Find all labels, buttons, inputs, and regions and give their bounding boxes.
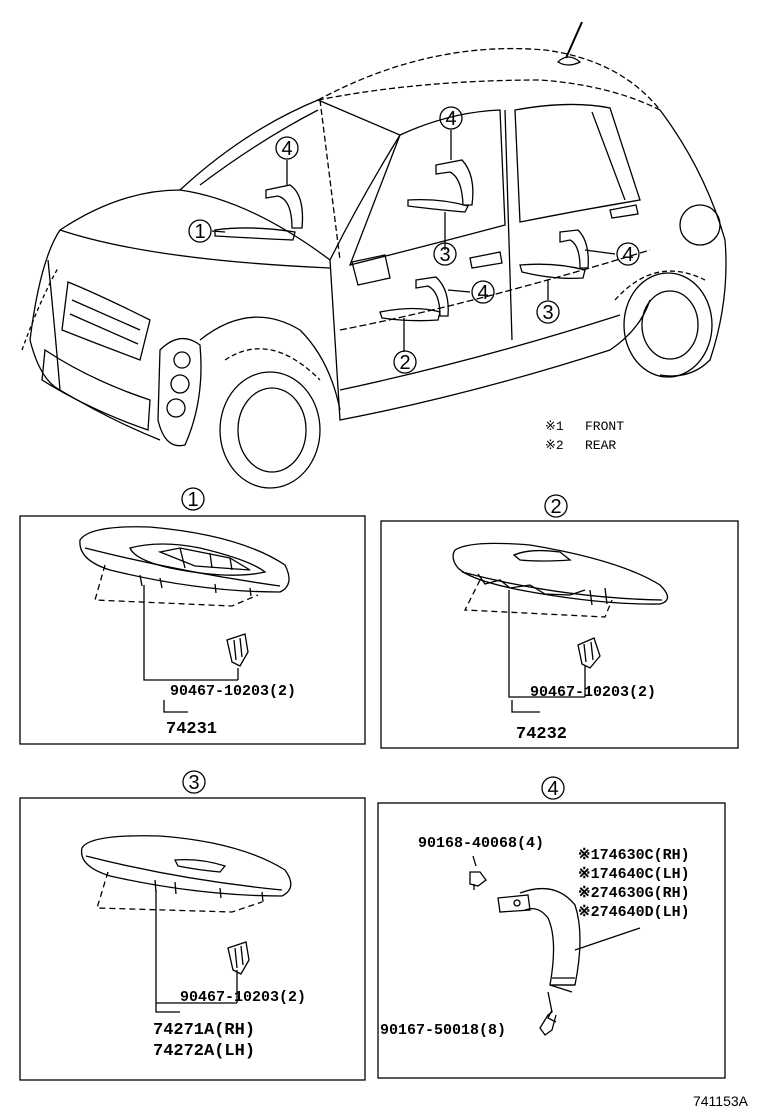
panel-frames [19, 515, 739, 1081]
callout-label: 4 [281, 138, 292, 160]
panel-4-part-2: ※174640C(LH) [578, 866, 690, 883]
diagram-ref: 741153A [693, 1093, 749, 1109]
panel-1-clip-part: 90467-10203(2) [170, 683, 296, 700]
panel-3-clip-part: 90467-10203(2) [180, 989, 306, 1006]
panel-1-callout: 1 [187, 489, 198, 511]
panel-3-drawing [80, 835, 292, 1013]
panel-callout-circles [181, 487, 568, 800]
legend-rear: REAR [585, 438, 616, 453]
legend-front: FRONT [585, 419, 624, 434]
legend-mark-1: ※1 [545, 419, 564, 434]
leader-lines [211, 130, 616, 352]
panel-4-drawing [469, 855, 641, 1036]
panel-4-part-3: ※274630G(RH) [578, 885, 690, 902]
panel-3-callout: 3 [188, 772, 199, 794]
panel-4-callout: 4 [547, 778, 558, 800]
panel-4-screw-bottom: 90167-50018(8) [380, 1022, 506, 1039]
panel-3-part-no-rh: 74271A(RH) [153, 1021, 255, 1040]
panel-1-drawing [79, 526, 290, 713]
vehicle-outline [21, 21, 727, 489]
callout-label: 1 [194, 221, 205, 243]
callout-label: 4 [622, 244, 633, 266]
callout-circles [188, 106, 640, 374]
panel-1-part-no: 74231 [166, 720, 217, 739]
vehicle-parts [214, 159, 589, 322]
panel-4-part-4: ※274640D(LH) [578, 904, 690, 921]
legend-mark-2: ※2 [545, 438, 564, 453]
callout-label: 3 [542, 302, 553, 324]
callout-label: 4 [477, 282, 488, 304]
panel-4-part-1: ※174630C(RH) [578, 847, 690, 864]
panel-3-part-no-lh: 74272A(LH) [153, 1042, 255, 1061]
callout-label: 3 [439, 244, 450, 266]
panel-2-callout: 2 [550, 496, 561, 518]
panel-2-drawing [452, 542, 669, 713]
callout-label: 2 [399, 352, 410, 374]
callout-label: 4 [445, 108, 456, 130]
panel-2-clip-part: 90467-10203(2) [530, 684, 656, 701]
panel-2-part-no: 74232 [516, 725, 567, 744]
panel-4-screw-top: 90168-40068(4) [418, 835, 544, 852]
